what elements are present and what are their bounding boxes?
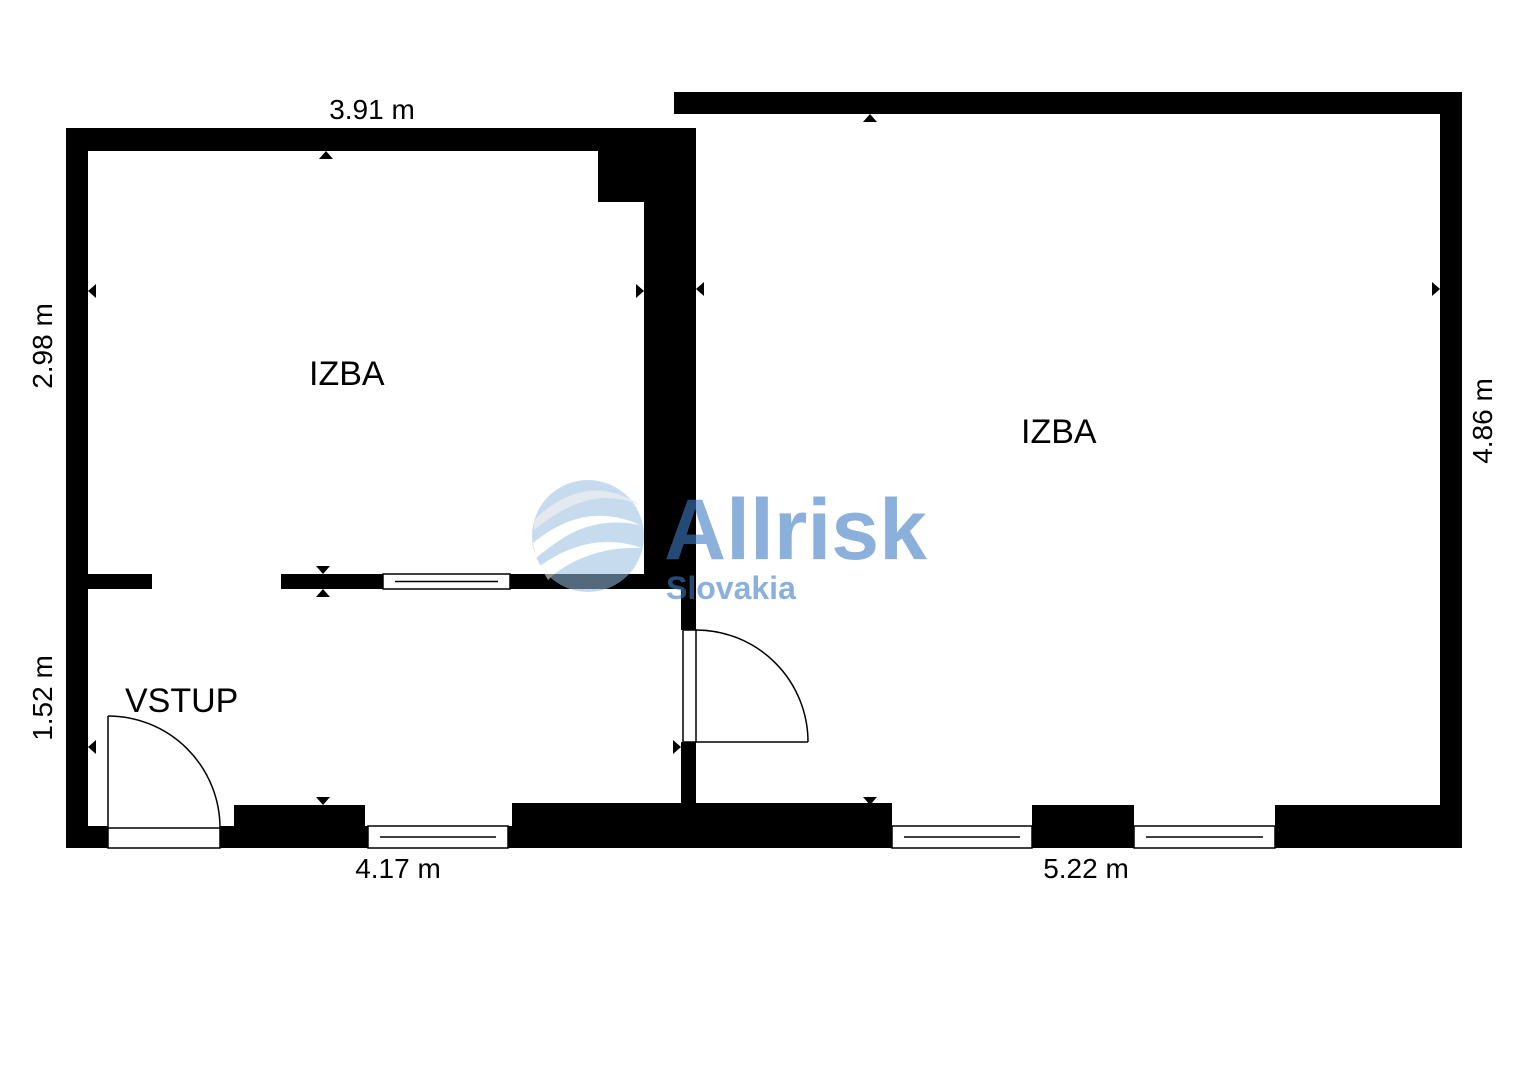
- watermark-country: Slovakia: [666, 570, 796, 606]
- marker: [673, 740, 681, 754]
- entrance-door: [107, 715, 221, 849]
- wall-left: [66, 128, 88, 848]
- marker: [316, 589, 330, 597]
- wall-center-upper: [644, 128, 696, 588]
- dim-right: 4.86 m: [1467, 378, 1498, 464]
- marker: [88, 284, 96, 298]
- wall-right: [1440, 92, 1462, 848]
- dim-bottom-left: 4.17 m: [355, 853, 441, 884]
- room-label-vstup: VSTUP: [125, 682, 238, 720]
- window-bottom-right-1: [891, 825, 1033, 849]
- window-bottom-left: [367, 825, 509, 849]
- wall-interior-1: [88, 574, 152, 589]
- wall-bottom-5: [512, 803, 892, 848]
- wall-interior-2: [281, 574, 383, 589]
- dim-left-lower: 1.52 m: [27, 655, 58, 741]
- dim-top-left: 3.91 m: [329, 94, 415, 125]
- marker: [696, 282, 704, 296]
- window-bottom-right-2: [1133, 825, 1276, 849]
- wall-top-left: [66, 128, 696, 151]
- marker: [636, 284, 644, 298]
- wall-bottom-1: [66, 826, 108, 848]
- wall-bottom-6: [1032, 805, 1134, 848]
- marker: [863, 114, 877, 122]
- doors: [107, 629, 809, 849]
- watermark-name: Allrisk: [664, 482, 927, 578]
- marker: [316, 566, 330, 574]
- window-interior: [382, 573, 511, 590]
- wall-top-right: [674, 92, 1462, 114]
- dim-bottom-right: 5.22 m: [1043, 853, 1129, 884]
- marker: [319, 151, 333, 159]
- marker: [88, 740, 96, 754]
- room-label-izba-1: IZBA: [309, 355, 385, 393]
- windows: [367, 573, 1276, 849]
- marker: [1432, 282, 1440, 296]
- wall-center-lower: [681, 588, 696, 630]
- marker: [863, 797, 877, 805]
- room-label-izba-2: IZBA: [1021, 413, 1097, 451]
- dim-left-upper: 2.98 m: [27, 303, 58, 389]
- room-door: [682, 629, 809, 743]
- allrisk-logo-icon: [532, 480, 644, 592]
- wall-bottom-3: [234, 805, 365, 848]
- wall-bottom-7: [1275, 805, 1462, 848]
- walls: [66, 92, 1462, 848]
- watermark: Allrisk Slovakia: [532, 480, 927, 606]
- measure-markers: [88, 114, 1440, 805]
- marker: [316, 797, 330, 805]
